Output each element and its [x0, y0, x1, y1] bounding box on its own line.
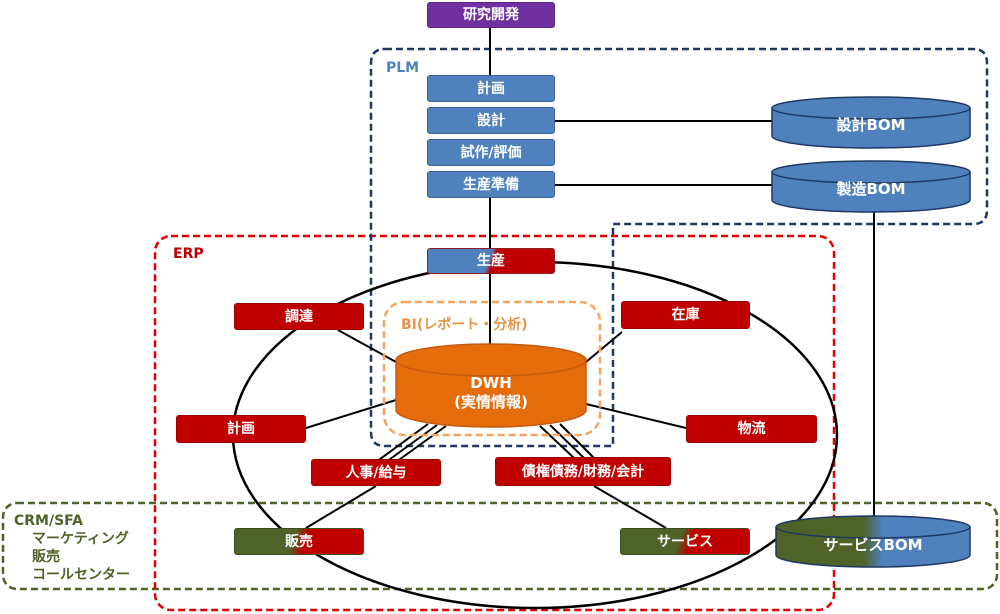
erp-inventory-box: 在庫 — [621, 301, 750, 329]
rd-box: 研究開発 — [427, 2, 555, 28]
plm-step-prototype: 試作/評価 — [427, 139, 555, 166]
crm-item-marketing: マーケティング — [32, 531, 129, 547]
erp-finance-box: 債権債務/財務/会計 — [495, 457, 671, 486]
plm-title: PLM — [386, 60, 420, 76]
plm-step-design: 設計 — [427, 107, 555, 134]
plm-step-planning: 計画 — [427, 75, 555, 102]
erp-logistics-box: 物流 — [686, 415, 817, 443]
bi-region-border — [382, 300, 602, 437]
connector-dwh-finance-3 — [559, 423, 595, 459]
erp-title: ERP — [173, 246, 204, 262]
service-bom-label: サービスBOM — [823, 536, 923, 554]
dwh-label-line1: DWH — [470, 374, 512, 392]
crm-item-callcenter: コールセンター — [32, 567, 130, 583]
crm-title: CRM/SFA — [14, 513, 83, 529]
design-bom-cylinder — [771, 96, 971, 149]
connector-finance-service — [593, 485, 667, 529]
erp-hr-payroll-box: 人事/給与 — [311, 459, 441, 486]
service-bom-cylinder — [775, 515, 971, 568]
crm-sales-box: 販売 — [234, 528, 364, 555]
mfg-bom-label: 製造BOM — [836, 180, 906, 198]
connector-dwh-inventory — [585, 331, 623, 363]
plm-region-border — [369, 47, 989, 448]
dwh-cylinder — [395, 343, 587, 428]
erp-region-border — [153, 234, 836, 612]
erp-procurement-box: 調達 — [234, 303, 364, 330]
dwh-label: DWH (実情情報) — [396, 374, 586, 412]
connector-dwh-finance-2 — [549, 424, 585, 459]
connector-dwh-finance-1 — [539, 425, 575, 459]
crm-item-sales: 販売 — [32, 549, 60, 565]
connector-dwh-hr-3 — [395, 425, 447, 463]
plm-step-prep: 生産準備 — [427, 171, 555, 198]
bi-title: BI(レポート・分析) — [401, 317, 528, 333]
mfg-bom-cylinder — [771, 160, 971, 213]
connector-dwh-procurement — [337, 329, 397, 363]
connector-dwh-planning — [305, 399, 397, 429]
connector-dwh-hr-1 — [375, 423, 429, 463]
design-bom-label: 設計BOM — [836, 116, 906, 134]
connector-dwh-logistics — [585, 403, 687, 429]
dwh-label-line2: (実情情報) — [454, 393, 528, 411]
crm-service-box: サービス — [620, 528, 750, 555]
erp-planning-box: 計画 — [176, 415, 306, 443]
connector-dwh-hr-2 — [385, 424, 438, 463]
erp-production-box: 生産 — [427, 248, 555, 274]
crm-region-border — [1, 501, 999, 591]
connector-hr-sales — [305, 485, 377, 529]
